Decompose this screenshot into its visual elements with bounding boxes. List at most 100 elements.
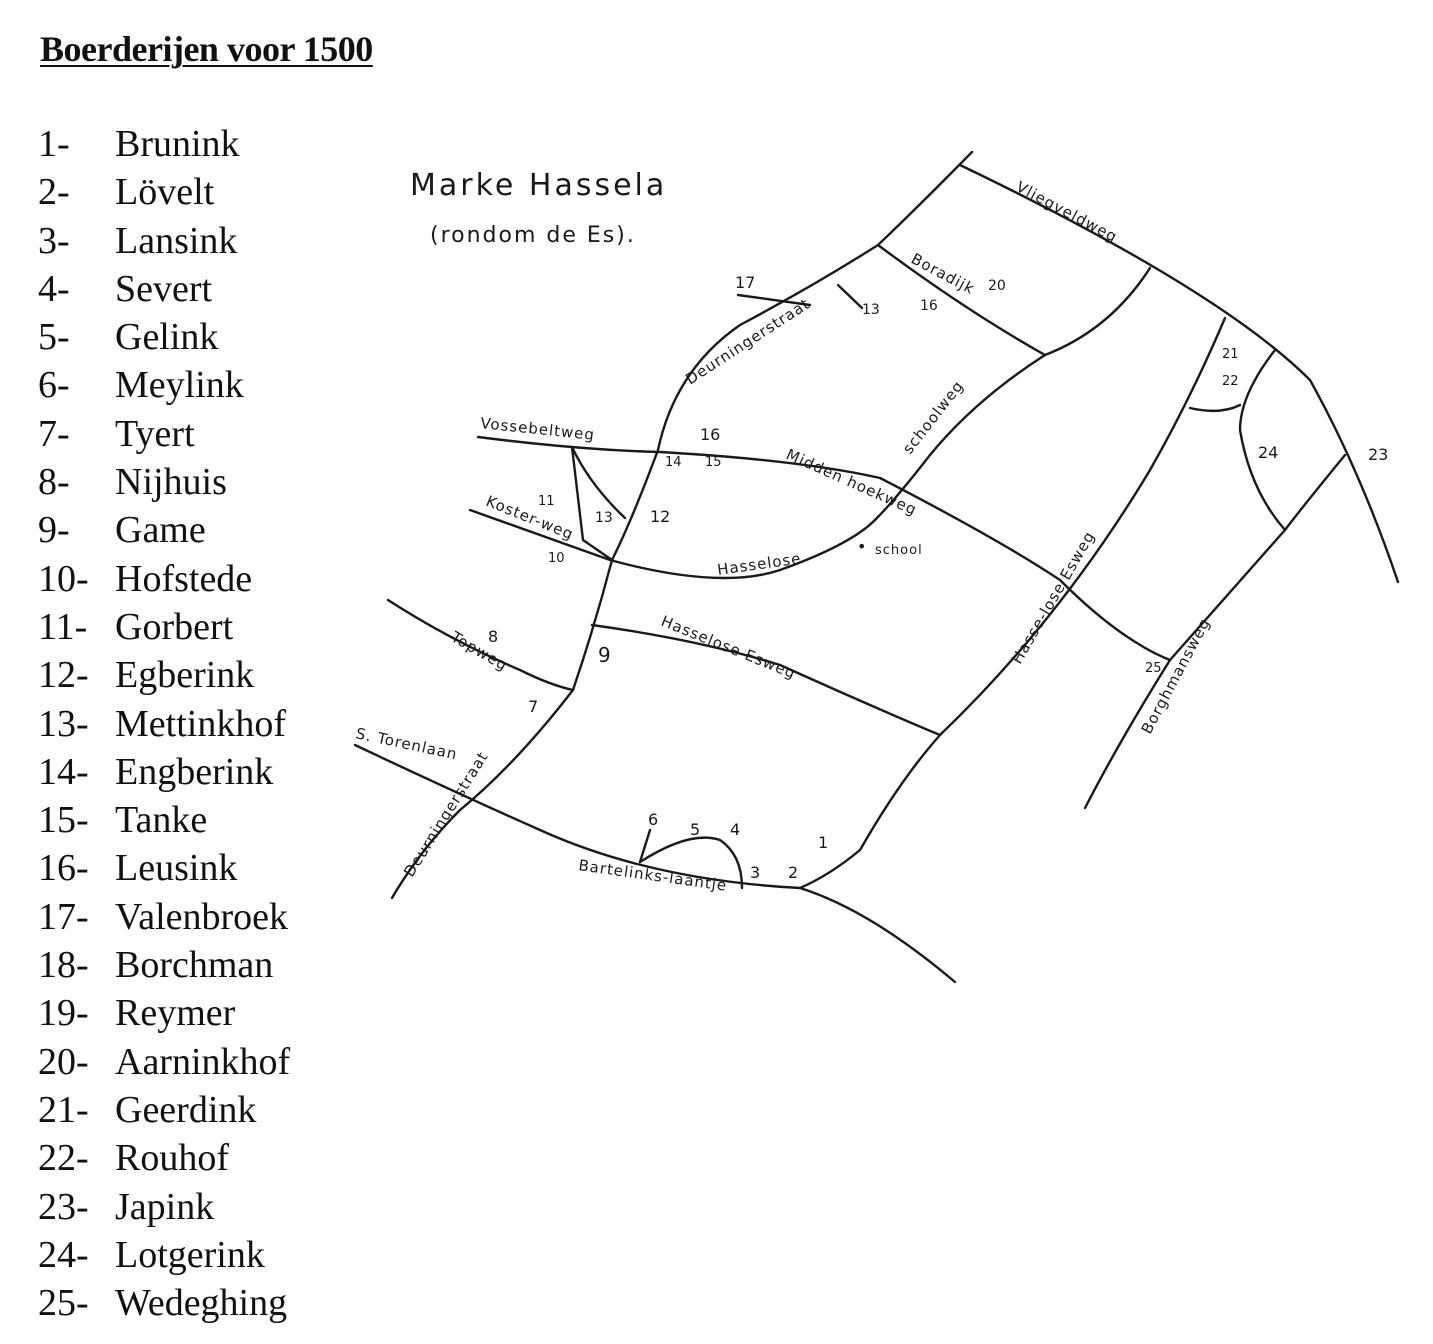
- street-label-deurningerstraat-south: Deurningerstraat: [400, 748, 492, 880]
- farm-number: 19-: [38, 992, 89, 1035]
- road-boradijk: [876, 243, 1047, 357]
- farm-name: Lövelt: [115, 171, 215, 214]
- map-label-farm-11: 11: [538, 494, 555, 509]
- street-label-deurningerstraat-north: Deurningerstraat: [682, 295, 813, 389]
- farm-name: Hofstede: [115, 557, 253, 600]
- farm-number: 7-: [38, 412, 70, 455]
- road-farm-6-stub: [638, 828, 652, 864]
- road-farm-loop-west: [570, 445, 614, 562]
- road-hasselose-esweg-center: [590, 623, 942, 737]
- farm-name: Leusink: [115, 847, 238, 890]
- map-label-farm-14: 14: [665, 455, 682, 470]
- farm-name: Geerdink: [115, 1088, 257, 1131]
- farm-name: Borchman: [115, 944, 274, 987]
- map-label-farm-15: 15: [705, 455, 722, 470]
- farm-list-item: 19- Reymer: [38, 989, 290, 1037]
- street-label-hasselose-esweg-right: Hasse-lose Esweg: [1008, 528, 1099, 667]
- farm-name: Tyert: [115, 412, 195, 455]
- farm-name: Reymer: [115, 992, 236, 1035]
- street-label-torenlaan: S. Torenlaan: [354, 724, 459, 763]
- map-label-farm-3: 3: [750, 863, 760, 882]
- street-label-school: school: [875, 543, 923, 558]
- farm-number: 1-: [38, 123, 70, 165]
- farm-number: 17-: [38, 895, 89, 938]
- farm-number: 18-: [38, 944, 89, 987]
- farm-number: 3-: [38, 219, 70, 262]
- map-label-farm-4: 4: [730, 820, 740, 839]
- road-torenlaan-bartelinks: [353, 743, 957, 984]
- farm-list-item: 13-Mettinkhof: [38, 700, 290, 748]
- map-label-farm-24: 24: [1258, 443, 1278, 462]
- farm-number: 9-: [38, 509, 70, 552]
- street-label-kosterweg: Koster-weg: [484, 492, 577, 543]
- farm-list-item: 17-Valenbroek: [38, 893, 290, 941]
- road-farm-17-stub: [736, 293, 812, 307]
- farm-name: Aarninkhof: [115, 1040, 291, 1083]
- farm-name: Gelink: [115, 316, 219, 359]
- farm-list-item: 7- Tyert: [38, 410, 290, 458]
- map-label-farm-13-north: 13: [862, 302, 880, 318]
- farm-name: Severt: [115, 267, 213, 310]
- farm-number: 16-: [38, 847, 89, 890]
- map-label-farm-23: 23: [1368, 445, 1388, 464]
- farm-list-item: 16- Leusink: [38, 844, 290, 892]
- street-label-vliegveldweg: Vliegveldweg: [1013, 178, 1120, 247]
- map-label-farm-12: 12: [650, 507, 670, 526]
- street-label-middenhoekweg: Midden hoekweg: [783, 445, 919, 519]
- farm-name: Lansink: [115, 219, 238, 262]
- farm-list-item: 21- Geerdink: [38, 1086, 290, 1134]
- farm-name: Game: [115, 509, 206, 552]
- farm-list-item: 8-Nijhuis: [38, 458, 290, 506]
- street-label-hasselose-esweg-center: Hasselose Esweg: [659, 612, 799, 683]
- farm-number: 6-: [38, 364, 70, 407]
- farm-list-item: 4-Severt: [38, 265, 290, 313]
- farm-list-item: 20- Aarninkhof: [38, 1038, 290, 1086]
- map-label-farm-6: 6: [648, 810, 658, 829]
- map-subtitle: (rondom de Es).: [430, 223, 636, 248]
- farm-number: 13-: [38, 702, 89, 745]
- map-label-farm-10: 10: [548, 551, 565, 566]
- map-label-farm-13-west: 13: [595, 510, 613, 526]
- road-hasselose-esweg-right: [798, 316, 1227, 890]
- road-vossebeltweg-middenhoekweg: [476, 435, 1172, 662]
- map-label-farm-22: 22: [1222, 374, 1239, 389]
- farm-list-item: 14-Engberink: [38, 748, 290, 796]
- road-farm-13-stub: [836, 283, 864, 310]
- farm-list-item: 15-Tanke: [38, 796, 290, 844]
- farm-name: Rouhof: [115, 1137, 229, 1180]
- farm-number: 21-: [38, 1088, 89, 1131]
- map-marker-school: •: [857, 537, 866, 556]
- map-label-farm-1: 1: [818, 833, 828, 852]
- farm-list-item: 24-Lotgerink: [38, 1231, 290, 1279]
- street-label-bartelinks-laantje: Bartelinks-laantje: [577, 856, 728, 895]
- map-label-farm-5: 5: [690, 820, 700, 839]
- farm-list-item: 11-Gorbert: [38, 603, 290, 651]
- farm-list-item: 23-Japink: [38, 1183, 290, 1231]
- map-label-farm-25: 25: [1145, 661, 1162, 676]
- farm-list: 1-Brunink 2-Lövelt 3-Lansink 4-Severt 5-…: [38, 120, 290, 1327]
- farm-number: 25-: [38, 1282, 89, 1325]
- farm-name: Wedeghing: [115, 1282, 288, 1325]
- farm-list-item: 9- Game: [38, 506, 290, 554]
- farm-number: 11-: [38, 605, 88, 648]
- farm-number: 15-: [38, 799, 89, 842]
- farm-list-item: 5-Gelink: [38, 313, 290, 361]
- page-title: Boerderijen voor 1500: [40, 29, 373, 69]
- road-borghmansweg: [1083, 453, 1347, 810]
- road-vliegveldweg: [958, 163, 1400, 584]
- road-farm-loop-east: [1238, 348, 1287, 532]
- farm-number: 22-: [38, 1137, 89, 1180]
- farm-number: 10-: [38, 557, 89, 600]
- road-deurningerstraat-north: [610, 150, 974, 562]
- farm-name: Engberink: [115, 750, 274, 793]
- farm-name: Meylink: [115, 364, 244, 407]
- farm-list-item: 6- Meylink: [38, 361, 290, 409]
- map-label-farm-7: 7: [528, 697, 538, 716]
- farm-list-item: 1-Brunink: [38, 120, 290, 168]
- street-label-topweg: Topweg: [447, 627, 511, 674]
- road-topweg: [386, 598, 575, 692]
- road-kosterweg-hasselose: [468, 508, 877, 580]
- farm-number: 20-: [38, 1040, 89, 1083]
- road-rouhof-link: [1188, 403, 1242, 413]
